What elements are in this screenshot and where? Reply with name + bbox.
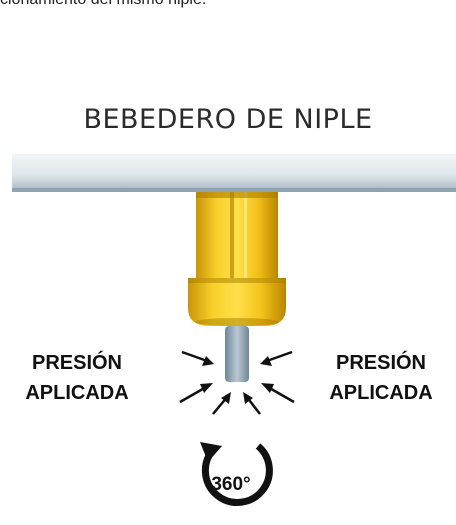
pipe-shadow (12, 188, 456, 192)
nipple-body (188, 278, 286, 326)
pressure-arrow-icon (179, 350, 295, 415)
rotation-label: 360° (211, 474, 251, 495)
nipple-nut (196, 192, 278, 278)
top-caption: cionamiento del mismo niple. (0, 0, 206, 9)
diagram-title: BEBEDERO DE NIPLE (83, 104, 373, 135)
rotation-arrow-icon (200, 442, 273, 506)
water-pipe (12, 154, 456, 192)
pressure-label-right: PRESIÓN APLICADA (329, 352, 433, 404)
pressure-label-left: PRESIÓN APLICADA (25, 352, 129, 404)
nipple-pin (225, 326, 249, 382)
